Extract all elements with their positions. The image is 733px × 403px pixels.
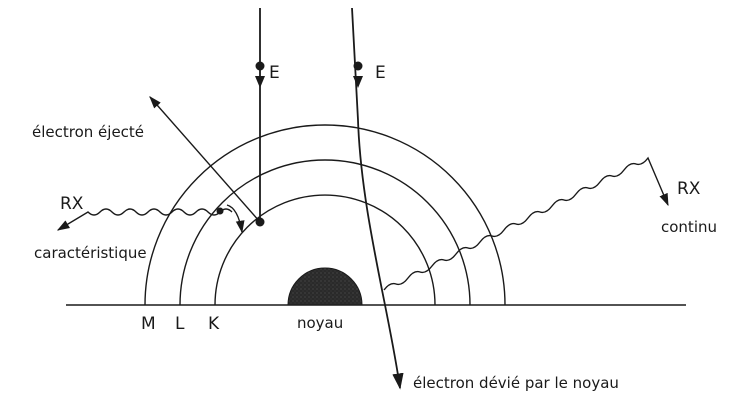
electron-label-right: E [375, 63, 386, 83]
deflected-electron-label: électron dévié par le noyau [413, 374, 619, 392]
electron-label-left: E [269, 63, 280, 83]
rx-left-label: RX [60, 194, 84, 214]
incident-electron-right-arrowhead [353, 76, 363, 88]
characteristic-label: caractéristique [34, 244, 147, 262]
ejected-electron-label: électron éjecté [32, 123, 144, 141]
shell-l-label: L [175, 314, 185, 334]
shell-l-arc [179, 159, 471, 306]
incident-electron-left-arrowhead [255, 76, 265, 88]
incident-electron-right-beam [351, 7, 404, 390]
shell-k-label: K [208, 314, 220, 334]
shell-m-label: M [141, 314, 156, 334]
characteristic-xray-wave [56, 208, 233, 231]
rx-right-label: RX [677, 179, 701, 199]
incident-electron-right-dot [353, 61, 363, 71]
nucleus-shape [287, 267, 363, 306]
shell-m-arc [144, 124, 506, 306]
transition-arrow [226, 204, 245, 234]
continuous-xray-wave [383, 156, 669, 291]
nucleus-label: noyau [297, 314, 343, 332]
continuous-label: continu [661, 218, 717, 236]
shell-k-arc [214, 194, 436, 306]
ejected-electron-path [149, 96, 261, 223]
incident-electron-left-dot [255, 61, 265, 71]
